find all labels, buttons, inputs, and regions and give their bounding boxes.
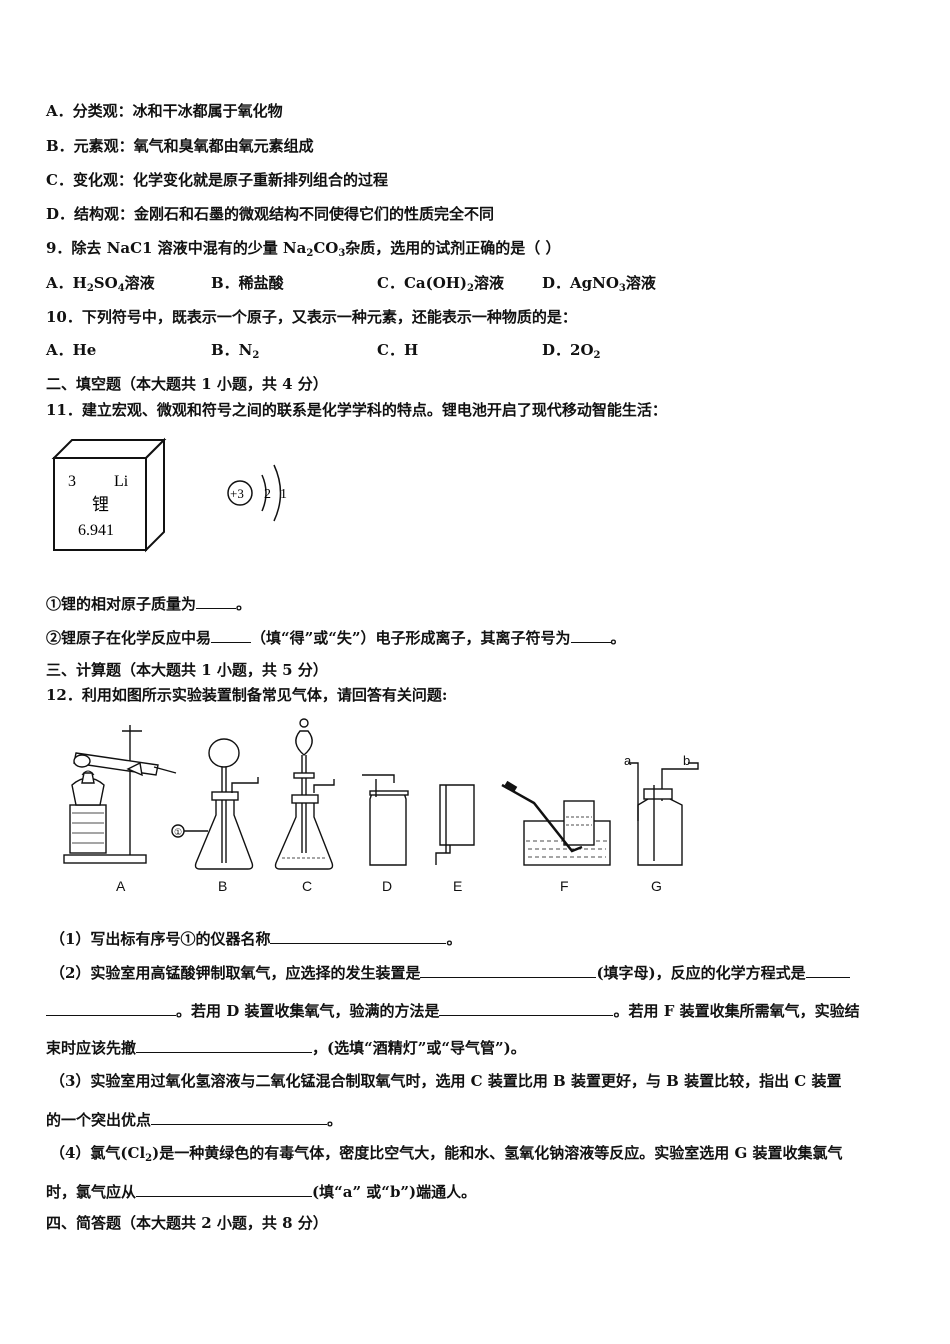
answer-blank[interactable] (420, 961, 597, 978)
q11-part1: ①锂的相对原子质量为。 (46, 592, 251, 614)
answer-blank[interactable] (439, 999, 614, 1016)
label-e: E (453, 878, 463, 894)
q9-option-b: B．稀盐酸 (211, 274, 284, 292)
q8-option-a: A．分类观：冰和干冰都属于氧化物 (46, 102, 283, 120)
answer-blank[interactable] (196, 592, 237, 609)
label-a: A (116, 878, 126, 894)
element-number: 3 (68, 473, 76, 490)
label-d: D (382, 878, 393, 894)
label-b: B (218, 878, 228, 894)
q10-option-b: B．N2 (211, 341, 260, 361)
apparatus-g: a b (624, 753, 699, 866)
q12-part2-line2: 。若用 D 装置收集氧气，验满的方法是。若用 F 装置收集所需氧气，实验结 (46, 999, 860, 1021)
element-name: 锂 (92, 495, 109, 515)
shell-1-electrons: 2 (264, 487, 271, 502)
q8-option-b: B．元素观：氧气和臭氧都由氧元素组成 (46, 137, 314, 155)
label-g: G (651, 878, 662, 894)
lab-apparatus-figure: ① a b (63, 718, 699, 870)
answer-blank[interactable] (46, 999, 176, 1016)
periodic-table-cell: 3 Li 锂 6.941 (51, 437, 167, 553)
q9-option-a: A．H2SO4溶液 (46, 274, 155, 294)
q12-part4: （4）氯气(Cl2)是一种黄绿色的有毒气体，密度比空气大，能和水、氢氧化钠溶液等… (50, 1144, 843, 1164)
answer-blank[interactable] (151, 1108, 328, 1125)
answer-blank[interactable] (136, 1180, 313, 1197)
q12-stem: 12．利用如图所示实验装置制备常见气体，请回答有关问题: (46, 686, 448, 704)
label-c: C (302, 878, 313, 894)
q10-stem: 10．下列符号中，既表示一个原子，又表示一种元素，还能表示一种物质的是： (46, 308, 577, 326)
q9-option-c: C．Ca(OH)2溶液 (377, 274, 505, 294)
q11-part2: ②锂原子在化学反应中易（填“得”或“失”）电子形成离子，其离子符号为。 (46, 626, 626, 648)
q12-part2: （2）实验室用高锰酸钾制取氧气，应选择的发生装置是(填字母)，反应的化学方程式是 (50, 961, 850, 983)
apparatus-d (362, 774, 409, 866)
q10-option-c: C．H (377, 341, 419, 359)
q10-option-d: D．2O2 (542, 341, 601, 361)
q10-option-a: A．He (46, 341, 97, 359)
atom-structure-diagram: +3 2 1 (227, 464, 287, 522)
answer-blank[interactable] (136, 1036, 313, 1053)
section-4-heading: 四、简答题（本大题共 2 小题，共 8 分） (46, 1214, 328, 1232)
q9-stem: 9．除去 NaC1 溶液中混有的少量 Na2CO3杂质，选用的试剂正确的是（ ） (46, 239, 561, 259)
port-b-label: b (683, 753, 690, 768)
element-mass: 6.941 (78, 522, 114, 539)
answer-blank[interactable] (570, 626, 611, 643)
apparatus-f (501, 780, 611, 866)
port-a-label: a (624, 753, 632, 768)
q8-option-d: D．结构观：金刚石和石墨的微观结构不同使得它们的性质完全不同 (46, 205, 495, 223)
section-3-heading: 三、计算题（本大题共 1 小题，共 5 分） (46, 661, 328, 679)
shell-2-electrons: 1 (280, 487, 287, 502)
nucleus-charge: +3 (230, 486, 244, 501)
element-symbol: Li (114, 473, 129, 490)
q12-part2-line3: 束时应该先撤，(选填“酒精灯”或“导气管”)。 (46, 1036, 526, 1058)
answer-blank[interactable] (270, 927, 447, 944)
apparatus-c (274, 718, 335, 870)
label-f: F (560, 878, 569, 894)
section-2-heading: 二、填空题（本大题共 1 小题，共 4 分） (46, 375, 328, 393)
instrument-marker: ① (174, 827, 182, 837)
q8-option-c: C．变化观：化学变化就是原子重新排列组合的过程 (46, 171, 388, 189)
answer-blank[interactable] (211, 626, 252, 643)
q11-stem: 11．建立宏观、微观和符号之间的联系是化学学科的特点。锂电池开启了现代移动智能生… (46, 401, 667, 419)
answer-blank[interactable] (805, 961, 850, 978)
q12-part3-line2: 的一个突出优点。 (46, 1108, 342, 1130)
apparatus-e (435, 784, 475, 865)
q12-part1: （1）写出标有序号①的仪器名称。 (50, 927, 461, 949)
q12-part3: （3）实验室用过氧化氢溶液与二氧化锰混合制取氧气时，选用 C 装置比用 B 装置… (50, 1072, 842, 1090)
q12-part4-line2: 时，氯气应从(填“a” 或“b”)端通人。 (46, 1180, 476, 1202)
apparatus-a (63, 725, 177, 864)
q9-option-d: D．AgNO3溶液 (542, 274, 656, 294)
apparatus-b: ① (171, 738, 259, 870)
